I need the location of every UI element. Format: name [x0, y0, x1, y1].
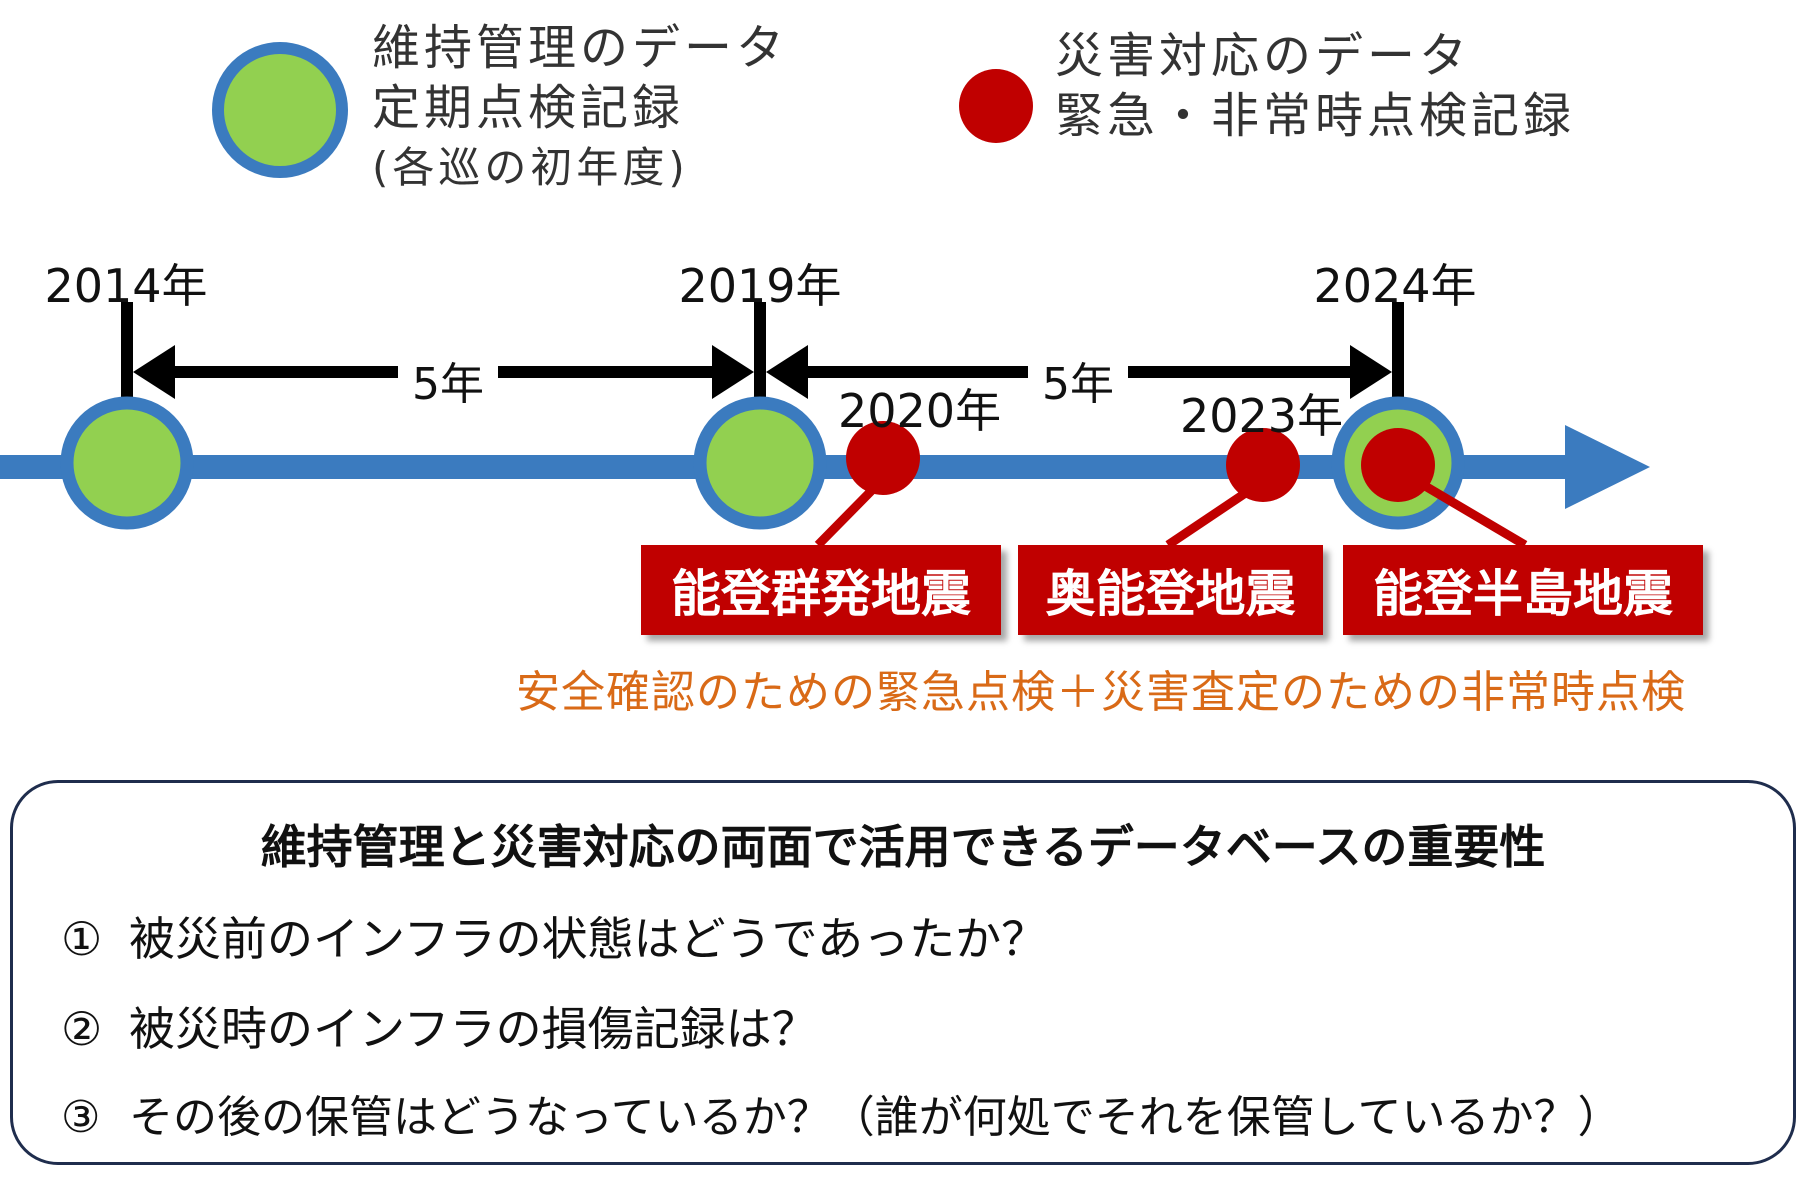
- panel-item-1: ① 被災前のインフラの状態はどうであったか？: [61, 903, 1047, 969]
- milestone-2014-label: 2014年: [44, 259, 208, 313]
- panel-item-1-num: ①: [61, 912, 103, 966]
- panel-item-2-num: ②: [61, 1002, 103, 1056]
- panel-item-3: ③ その後の保管はどうなっているか？（誰が何処でそれを保管しているか？）: [61, 1081, 1621, 1145]
- event-box-noto-peninsula: 能登半島地震: [1343, 545, 1703, 635]
- disaster-year-2020: 2020年: [838, 384, 1002, 438]
- timeline-graphic: [0, 302, 1650, 549]
- connector-2023: [1165, 486, 1253, 549]
- span-arrow-2-right: [1350, 345, 1392, 399]
- green-circle-icon: [212, 42, 348, 178]
- panel-title: 維持管理と災害対応の両面で活用できるデータベースの重要性: [260, 820, 1546, 874]
- panel-item-2: ② 被災時のインフラの損傷記録は？: [61, 993, 818, 1059]
- legend-maintenance-text: 維持管理のデータ 定期点検記録 (各巡の初年度): [372, 18, 788, 198]
- legend-maintenance-line3: (各巡の初年度): [372, 143, 689, 192]
- span-2-label: 5年: [1028, 348, 1128, 412]
- span-arrow-2-left: [766, 345, 808, 399]
- milestone-2019-circle: [693, 396, 827, 530]
- legend-maintenance-line1: 維持管理のデータ: [372, 20, 789, 76]
- event-note: 安全確認のための緊急点検＋災害査定のための非常時点検: [516, 667, 1686, 718]
- legend-disaster-line1: 災害対応のデータ: [1055, 28, 1472, 84]
- tick-2019: [754, 302, 766, 400]
- span-arrow-1-left: [133, 345, 175, 399]
- event-label-oku-noto: 奥能登地震: [1045, 565, 1296, 623]
- panel-item-3-text: その後の保管はどうなっているか？（誰が何処でそれを保管しているか？）: [129, 1092, 1622, 1143]
- milestone-2024-label: 2024年: [1313, 259, 1477, 313]
- disaster-dot-2023: [1226, 428, 1300, 502]
- timeline-arrowhead: [1565, 425, 1650, 509]
- legend-disaster: [958, 68, 1038, 152]
- legend-maintenance-line2: 定期点検記録: [372, 80, 685, 136]
- disaster-dot-2024: [1361, 428, 1435, 502]
- milestone-2014-circle: [60, 396, 194, 530]
- legend-disaster-line2: 緊急・非常時点検記録: [1055, 88, 1576, 144]
- event-box-noto-swarm: 能登群発地震: [641, 545, 1001, 635]
- event-label-noto-swarm: 能登群発地震: [671, 565, 971, 623]
- legend-disaster-text: 災害対応のデータ 緊急・非常時点検記録: [1055, 26, 1575, 146]
- disaster-year-2023: 2023年: [1180, 389, 1344, 443]
- tick-2014: [121, 302, 133, 400]
- milestone-2019-label: 2019年: [678, 259, 842, 313]
- importance-panel: 維持管理と災害対応の両面で活用できるデータベースの重要性 ① 被災前のインフラの状…: [10, 780, 1796, 1165]
- legend-maintenance: [205, 40, 355, 194]
- red-dot-icon: [959, 69, 1033, 143]
- span-arrow-1-right: [712, 345, 754, 399]
- span-1-label: 5年: [398, 348, 498, 412]
- panel-item-2-text: 被災時のインフラの損傷記録は？: [129, 1002, 818, 1056]
- tick-2024: [1392, 302, 1404, 400]
- event-label-noto-peninsula: 能登半島地震: [1373, 565, 1673, 623]
- disaster-dot-2020: [846, 421, 920, 495]
- panel-item-3-num: ③: [61, 1092, 101, 1143]
- panel-item-1-text: 被災前のインフラの状態はどうであったか？: [129, 912, 1048, 966]
- event-box-oku-noto: 奥能登地震: [1018, 545, 1323, 635]
